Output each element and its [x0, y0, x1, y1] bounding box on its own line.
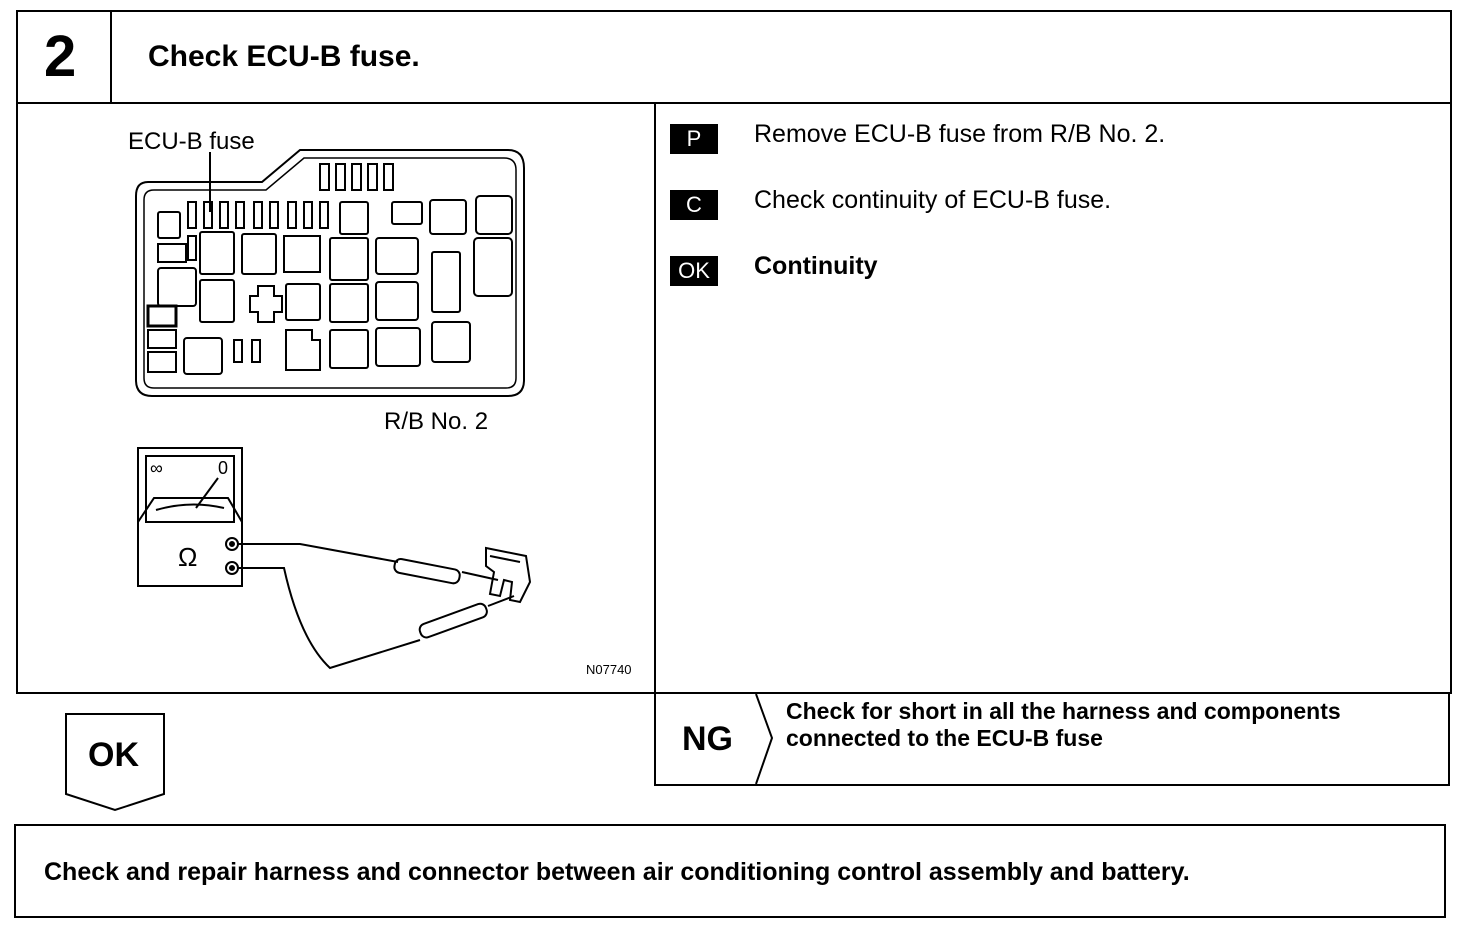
- step-number: 2: [44, 24, 77, 89]
- step-number-divider: [110, 10, 112, 104]
- step-title: Check ECU-B fuse.: [148, 40, 420, 73]
- ok-result-label: OK: [88, 736, 139, 774]
- ng-action-line1: Check for short in all the harness and c…: [786, 698, 1341, 724]
- instruction-check-continuity: Check continuity of ECU-B fuse.: [754, 186, 1112, 214]
- badge-check: C: [670, 190, 718, 220]
- ng-action-line2: connected to the ECU-B fuse: [786, 725, 1103, 751]
- badge-ok: OK: [670, 256, 718, 286]
- fuse-label: ECU-B fuse: [128, 128, 255, 155]
- badge-procedure: P: [670, 124, 718, 154]
- figure-code: N07740: [586, 662, 632, 677]
- relay-box-label: R/B No. 2: [384, 408, 489, 435]
- ohm-symbol: Ω: [178, 542, 198, 572]
- meter-zero-mark: 0: [218, 458, 229, 478]
- ng-result-label: NG: [682, 720, 733, 758]
- meter-infinity-mark: ∞: [150, 458, 163, 478]
- ng-result-box: [654, 692, 1450, 786]
- final-step-text: Check and repair harness and connector b…: [44, 858, 1190, 886]
- instruction-ok-condition: Continuity: [754, 252, 878, 280]
- final-step-box: [14, 824, 1446, 918]
- instruction-remove-fuse: Remove ECU-B fuse from R/B No. 2.: [754, 120, 1166, 148]
